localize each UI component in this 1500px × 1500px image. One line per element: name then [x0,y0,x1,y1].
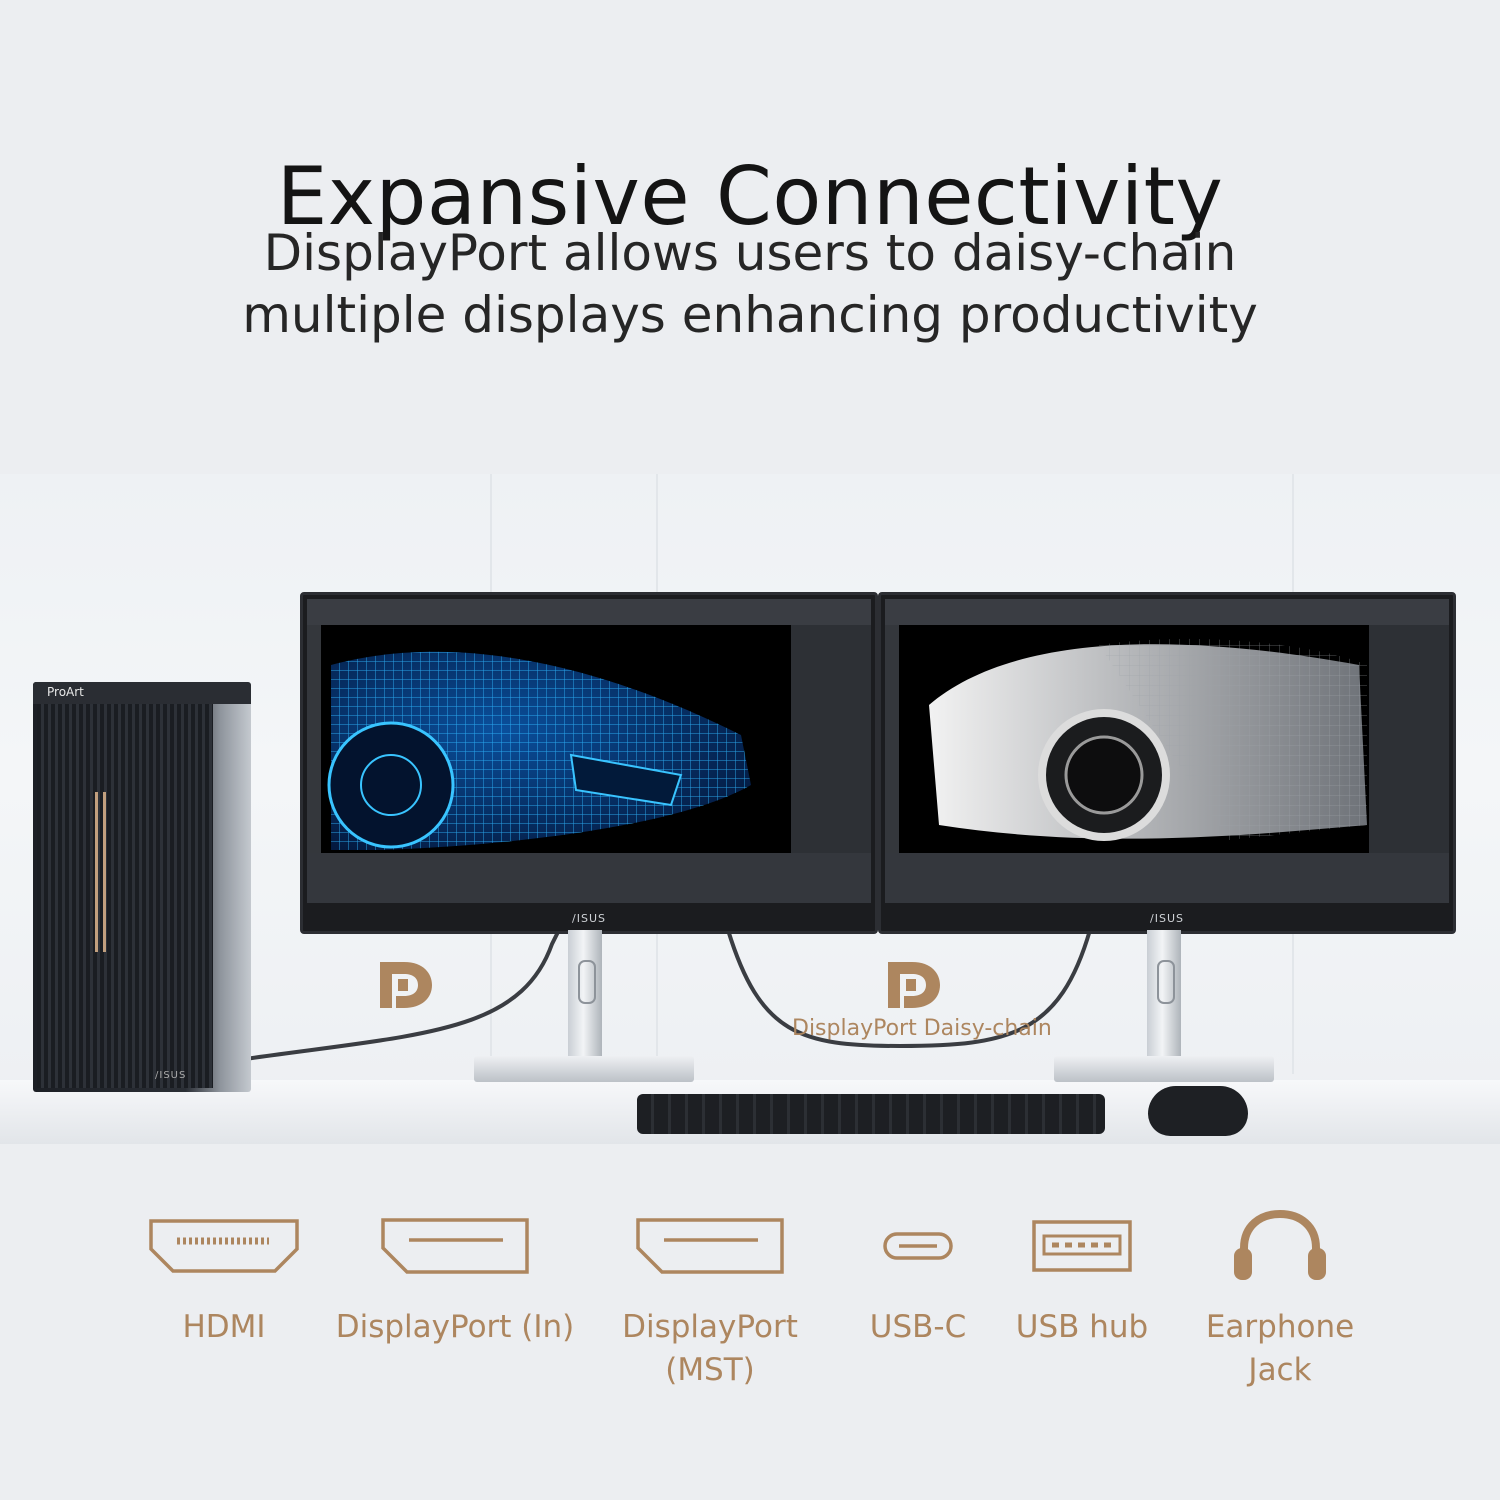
pc-logo: /ISUS [155,1070,187,1081]
earphone-jack-icon [1234,1209,1326,1280]
blue-car-wireframe [327,651,751,850]
product-scene: ProArt /ISUS [0,474,1500,1144]
car-render-viewport [899,625,1369,853]
port-displayport-mst: DisplayPort (MST) [580,1196,840,1392]
mouse [1148,1086,1248,1136]
displayport-in-icon [381,1218,529,1274]
app-menubar [885,599,1449,625]
monitor-logo: /ISUS [1150,912,1184,925]
monitor-left-stand [568,930,602,1060]
cable-hole [1157,960,1175,1004]
monitor-right-stand [1147,930,1181,1060]
pc-top: ProArt [33,682,251,704]
page-subtitle: DisplayPort allows users to daisy-chain … [0,222,1500,346]
proart-desktop-pc: ProArt /ISUS [33,682,251,1092]
usb-hub-icon [1032,1220,1132,1272]
port-usb-c: USB-C [788,1196,1048,1349]
pc-front-grille [37,704,213,1088]
app-bottom-panel [885,853,1449,903]
usb-c-icon [883,1232,953,1260]
page-title: Expansive Connectivity [276,149,1224,243]
port-label: USB-C [869,1309,967,1345]
white-car-render [929,638,1367,841]
monitor-logo: /ISUS [572,912,606,925]
subtitle-line-1: DisplayPort allows users to daisy-chain [263,224,1237,282]
port-hdmi: HDMI [94,1196,354,1349]
hdmi-icon [149,1219,299,1273]
app-toolbar [885,625,899,903]
port-usb-hub: USB hub [952,1196,1212,1349]
displayport-mst-icon [636,1218,784,1274]
pc-brand-label: ProArt [47,685,84,699]
monitor-left-screen [307,599,871,903]
displayport-logo-icon [888,962,940,1008]
pc-accent-strip [103,792,106,952]
monitor-right: /ISUS [878,592,1456,934]
port-label: DisplayPort (In) [335,1309,575,1345]
port-label: USB hub [1015,1309,1149,1345]
monitor-left: /ISUS [300,592,878,934]
app-toolbar [307,625,321,903]
monitor-right-base [1054,1056,1274,1082]
pc-accent-strip [95,792,98,952]
port-label: Earphone Jack [1205,1309,1355,1388]
app-bottom-panel [307,853,871,903]
monitor-left-base [474,1056,694,1082]
port-label: HDMI [182,1309,266,1345]
port-label: DisplayPort (MST) [622,1309,798,1388]
app-menubar [307,599,871,625]
port-earphone-jack: Earphone Jack [1150,1196,1410,1392]
subtitle-line-2: multiple displays enhancing productivity [242,286,1258,344]
port-displayport-in: DisplayPort (In) [325,1196,585,1349]
monitor-right-screen [885,599,1449,903]
cables [244,927,1092,1061]
car-wireframe-viewport [321,625,791,853]
cable-hole [578,960,596,1004]
displayport-logo-icon [380,962,432,1008]
keyboard [637,1094,1105,1134]
daisy-chain-label: DisplayPort Daisy-chain [792,1016,1052,1041]
